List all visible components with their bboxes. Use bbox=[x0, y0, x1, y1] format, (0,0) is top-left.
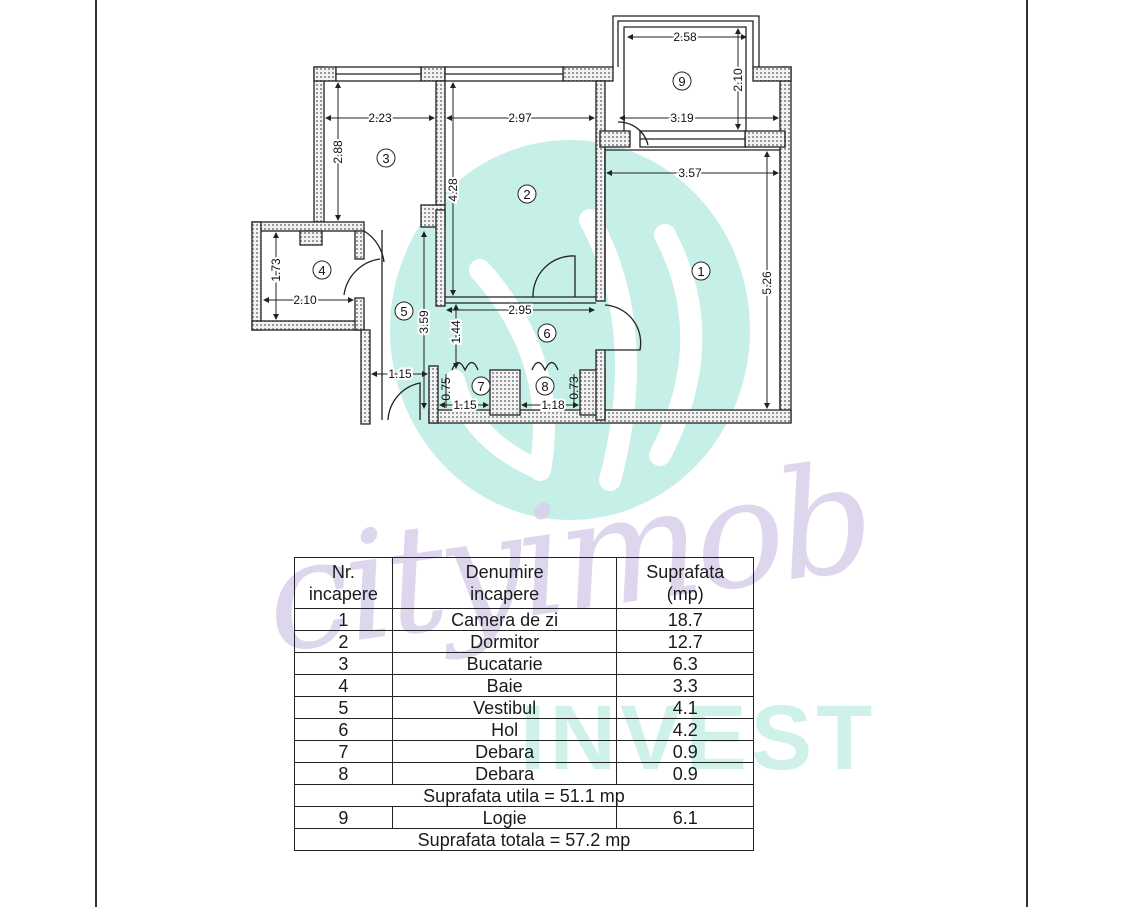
cell-nr: 3 bbox=[294, 652, 393, 675]
svg-text:2.10: 2.10 bbox=[293, 293, 317, 307]
svg-text:4: 4 bbox=[318, 263, 325, 278]
cell-name: Hol bbox=[391, 718, 618, 741]
svg-text:1.44: 1.44 bbox=[449, 320, 463, 344]
cell-nr: 4 bbox=[294, 674, 393, 697]
svg-text:1.15: 1.15 bbox=[453, 398, 477, 412]
cell-name: Debara bbox=[391, 762, 618, 785]
svg-text:9: 9 bbox=[678, 74, 685, 89]
svg-text:2.88: 2.88 bbox=[331, 140, 345, 164]
cell-name: Bucatarie bbox=[391, 652, 618, 675]
svg-text:3.19: 3.19 bbox=[670, 111, 694, 125]
svg-text:0.75: 0.75 bbox=[439, 377, 453, 401]
cell-area: 6.3 bbox=[616, 652, 754, 675]
subtotal-cell: Suprafata utila = 51.1 mp bbox=[294, 784, 754, 807]
cell-name: Baie bbox=[391, 674, 618, 697]
total-cell: Suprafata totala = 57.2 mp bbox=[294, 828, 754, 851]
svg-text:6: 6 bbox=[543, 326, 550, 341]
svg-text:2.95: 2.95 bbox=[508, 303, 532, 317]
cell-nr: 5 bbox=[294, 696, 393, 719]
cell-name: Debara bbox=[391, 740, 618, 763]
cell-nr: 1 bbox=[294, 608, 393, 631]
cell-nr: 2 bbox=[294, 630, 393, 653]
room-marker-3: 3 bbox=[376, 148, 396, 168]
cell-area: 6.1 bbox=[616, 806, 754, 829]
svg-text:1.18: 1.18 bbox=[541, 398, 565, 412]
cell-nr: 9 bbox=[294, 806, 393, 829]
room-marker-2: 2 bbox=[517, 184, 537, 204]
cell-area: 0.9 bbox=[616, 762, 754, 785]
svg-text:8: 8 bbox=[541, 379, 548, 394]
cell-area: 18.7 bbox=[616, 608, 754, 631]
svg-text:2.23: 2.23 bbox=[368, 111, 392, 125]
cell-area: 3.3 bbox=[616, 674, 754, 697]
svg-text:3.59: 3.59 bbox=[417, 310, 431, 334]
room-marker-6: 6 bbox=[537, 323, 557, 343]
svg-text:4.28: 4.28 bbox=[446, 178, 460, 202]
svg-text:3.57: 3.57 bbox=[678, 166, 702, 180]
room-marker-5: 5 bbox=[394, 301, 414, 321]
cell-area: 4.1 bbox=[616, 696, 754, 719]
cell-name: Logie bbox=[391, 806, 618, 829]
cell-name: Camera de zi bbox=[391, 608, 618, 631]
subtotal-row: Suprafata utila = 51.1 mp bbox=[294, 784, 754, 807]
cell-nr: 7 bbox=[294, 740, 393, 763]
cell-nr: 8 bbox=[294, 762, 393, 785]
cell-area: 0.9 bbox=[616, 740, 754, 763]
page-border-right bbox=[1026, 0, 1028, 907]
page-border-left bbox=[95, 0, 97, 907]
cell-area: 4.2 bbox=[616, 718, 754, 741]
room-marker-7: 7 bbox=[471, 376, 491, 396]
svg-text:0.73: 0.73 bbox=[567, 376, 581, 400]
svg-text:2.58: 2.58 bbox=[673, 30, 697, 44]
svg-text:1.73: 1.73 bbox=[269, 258, 283, 282]
cell-area: 12.7 bbox=[616, 630, 754, 653]
svg-text:5.26: 5.26 bbox=[760, 271, 774, 295]
header-nr: Nr.incapere bbox=[294, 557, 393, 609]
svg-text:7: 7 bbox=[477, 379, 484, 394]
room-marker-8: 8 bbox=[535, 376, 555, 396]
svg-text:3: 3 bbox=[382, 151, 389, 166]
svg-text:5: 5 bbox=[400, 304, 407, 319]
header-area: Suprafata(mp) bbox=[616, 557, 754, 609]
svg-text:1.15: 1.15 bbox=[388, 367, 412, 381]
svg-text:2.97: 2.97 bbox=[508, 111, 532, 125]
cell-nr: 6 bbox=[294, 718, 393, 741]
svg-text:2: 2 bbox=[523, 187, 530, 202]
cell-name: Dormitor bbox=[391, 630, 618, 653]
room-marker-4: 4 bbox=[312, 260, 332, 280]
total-row: Suprafata totala = 57.2 mp bbox=[294, 828, 754, 851]
room-marker-1: 1 bbox=[691, 261, 711, 281]
svg-text:2.10: 2.10 bbox=[731, 68, 745, 92]
watermark-logo bbox=[390, 140, 750, 520]
room-marker-9: 9 bbox=[672, 71, 692, 91]
svg-text:1: 1 bbox=[697, 264, 704, 279]
cell-name: Vestibul bbox=[391, 696, 618, 719]
